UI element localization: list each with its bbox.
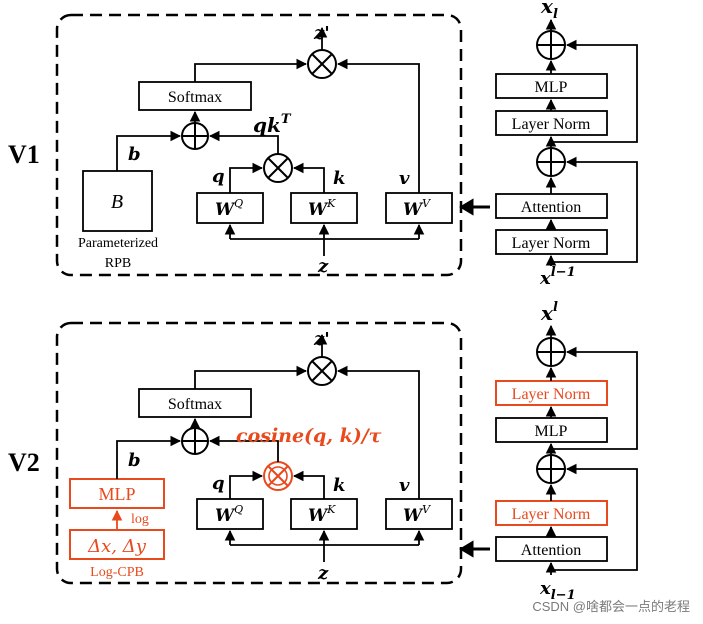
v1-k-label: k [333,168,345,189]
v1-wk-box [290,192,358,224]
v1-b-label: b [128,144,141,165]
v2-wv-box [385,498,453,530]
v1-block-mlp-box [495,73,608,99]
v1-block-input-label: xl−1 [539,265,576,289]
v1-block-layernorm-top-label: Layer Norm [512,116,591,133]
v1-block-attention-label: Attention [521,199,581,216]
v1-block-output-label: xl [540,0,558,22]
v2-label: V2 [8,448,40,477]
v2-block-layernorm-top-label: Layer Norm [512,386,591,403]
v2-block-residual-add-top-icon [536,337,566,367]
v2-block-output-label: xl [540,300,558,325]
v2-add-icon [181,427,209,455]
watermark: CSDN @啥都会一点的老程 [532,599,690,614]
v2-output-multiply-icon [307,356,337,386]
v2-cosine-multiply-icon [263,461,293,491]
v2-v-label: v [399,475,410,496]
v2-k-label: k [333,475,345,496]
v2-wk-box [290,498,358,530]
v2-block-mlp-label: MLP [535,423,568,440]
v1-softmax-label: Softmax [168,89,222,106]
v1-block-mlp-label: MLP [535,79,568,96]
v1-q-label: q [212,166,225,187]
v2-wq-box [196,498,264,530]
v1-wv-label: WV [403,197,431,220]
v1-block-residual-add-top-icon [536,30,566,60]
v1-rpb-caption-1: Parameterized [78,236,158,251]
v1-attention-panel [55,13,463,277]
v1-qk-multiply-icon [263,153,293,183]
v2-z-label: z [317,563,329,584]
v2-cpb-mlp-label: MLP [98,484,135,504]
v1-wq-label: WQ [215,197,243,220]
v1-qkT-label: qkT [253,112,292,137]
v1-rpb-symbol: B [111,191,123,213]
v1-expand-arrow-icon [459,198,490,216]
v2-cpb-caption: Log-CPB [90,565,144,580]
v1-rpb-caption-2: RPB [105,256,131,271]
v2-wq-label: WQ [215,503,243,526]
v2-b-label: b [128,450,141,471]
v2-block-layernorm-mid-label: Layer Norm [512,506,591,523]
v2-block-layernorm-mid-box [495,500,608,526]
v1-output-multiply-icon [307,49,337,79]
v1-wk-label: WK [308,197,336,220]
v2-softmax-label: Softmax [168,396,222,413]
v2-wv-label: WV [403,503,431,526]
v2-delta-box [69,529,165,560]
v1-block-layernorm-top-box [495,110,608,136]
v1-block-attention-box [495,193,608,219]
v2-log-label: log [131,512,149,527]
v2-block-attention-label: Attention [521,542,581,559]
v2-block-input-label: xl−1 [539,578,576,603]
v1-label: V1 [8,140,40,169]
v2-q-label: q [212,473,225,494]
v1-add-icon [181,122,209,150]
v2-expand-arrow-icon [459,540,490,558]
v1-block-residual-add-bottom-icon [536,147,566,177]
v2-block-residual-add-bottom-icon [536,454,566,484]
v2-delta-label: Δx, Δy [87,536,147,557]
v2-wk-label: WK [308,503,336,526]
v2-attention-panel [55,321,463,585]
v1-z-label: z [317,256,329,277]
v2-cosine-label: cosine(q, k)/τ [236,425,382,447]
v1-v-label: v [399,168,410,189]
v1-wq-box [196,192,264,224]
v2-block-layernorm-top-box [495,380,608,406]
v1-block-layernorm-bottom-label: Layer Norm [512,235,591,252]
